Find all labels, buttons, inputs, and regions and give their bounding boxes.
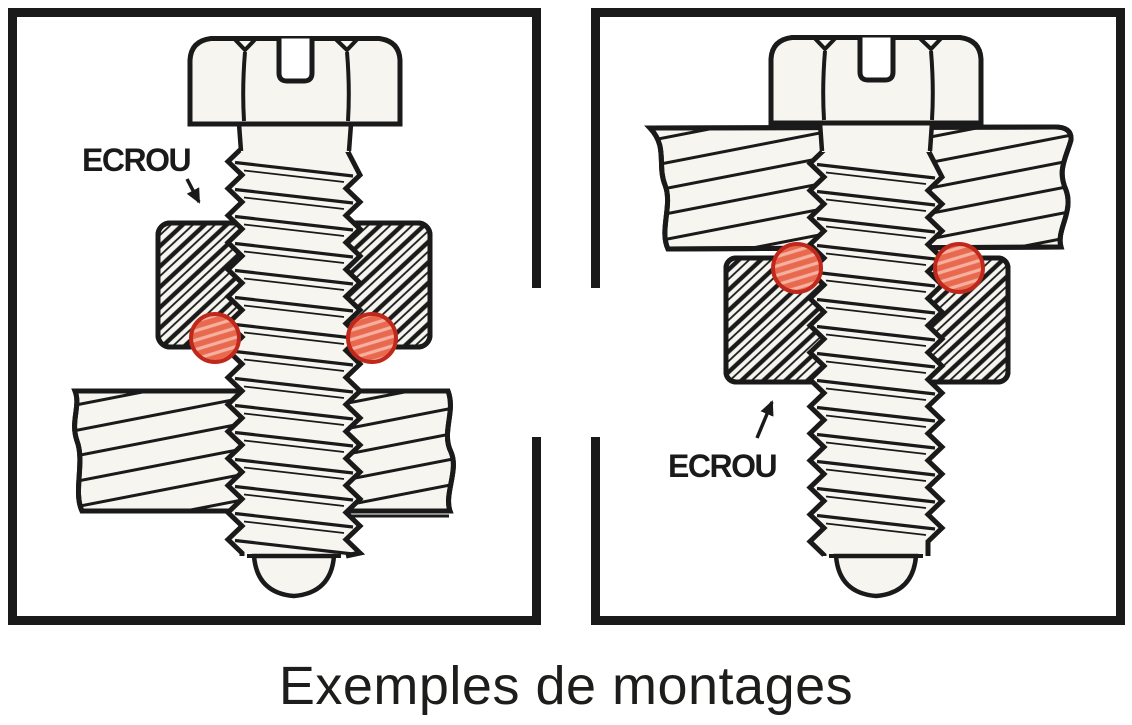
panel-left: ECROU — [8, 8, 541, 625]
left-seal-left — [189, 312, 241, 364]
left-screw-tip — [247, 553, 341, 599]
left-screw-head — [187, 36, 403, 127]
right-screw-neck — [817, 122, 935, 152]
right-screw-tip — [829, 553, 923, 599]
right-seal-left — [771, 242, 823, 294]
head-slot — [857, 37, 896, 83]
right-nut-arrow — [755, 400, 774, 439]
left-seal-right — [346, 312, 398, 364]
left-screw-neck — [236, 123, 354, 152]
panel-right-frame — [591, 8, 1125, 625]
head-slot — [276, 38, 315, 84]
right-screw-thread — [806, 148, 946, 557]
left-nut-label: ECROU — [82, 142, 190, 178]
left-screw-thread — [224, 146, 366, 559]
head-chamfer-lines — [241, 51, 351, 122]
head-chamfer-notches — [812, 36, 944, 52]
assembly-diagram: ECROU — [8, 8, 1125, 625]
head-chamfer-lines — [821, 50, 935, 121]
left-nut-arrow — [185, 178, 201, 204]
right-seal-right — [933, 242, 985, 294]
panel-right: ECROU — [591, 8, 1125, 625]
right-screw-head — [768, 35, 984, 126]
head-chamfer-notches — [232, 37, 360, 53]
right-nut-label: ECROU — [668, 448, 776, 484]
figure-caption: Exemples de montages — [278, 656, 854, 716]
panel-left-frame — [8, 8, 541, 625]
